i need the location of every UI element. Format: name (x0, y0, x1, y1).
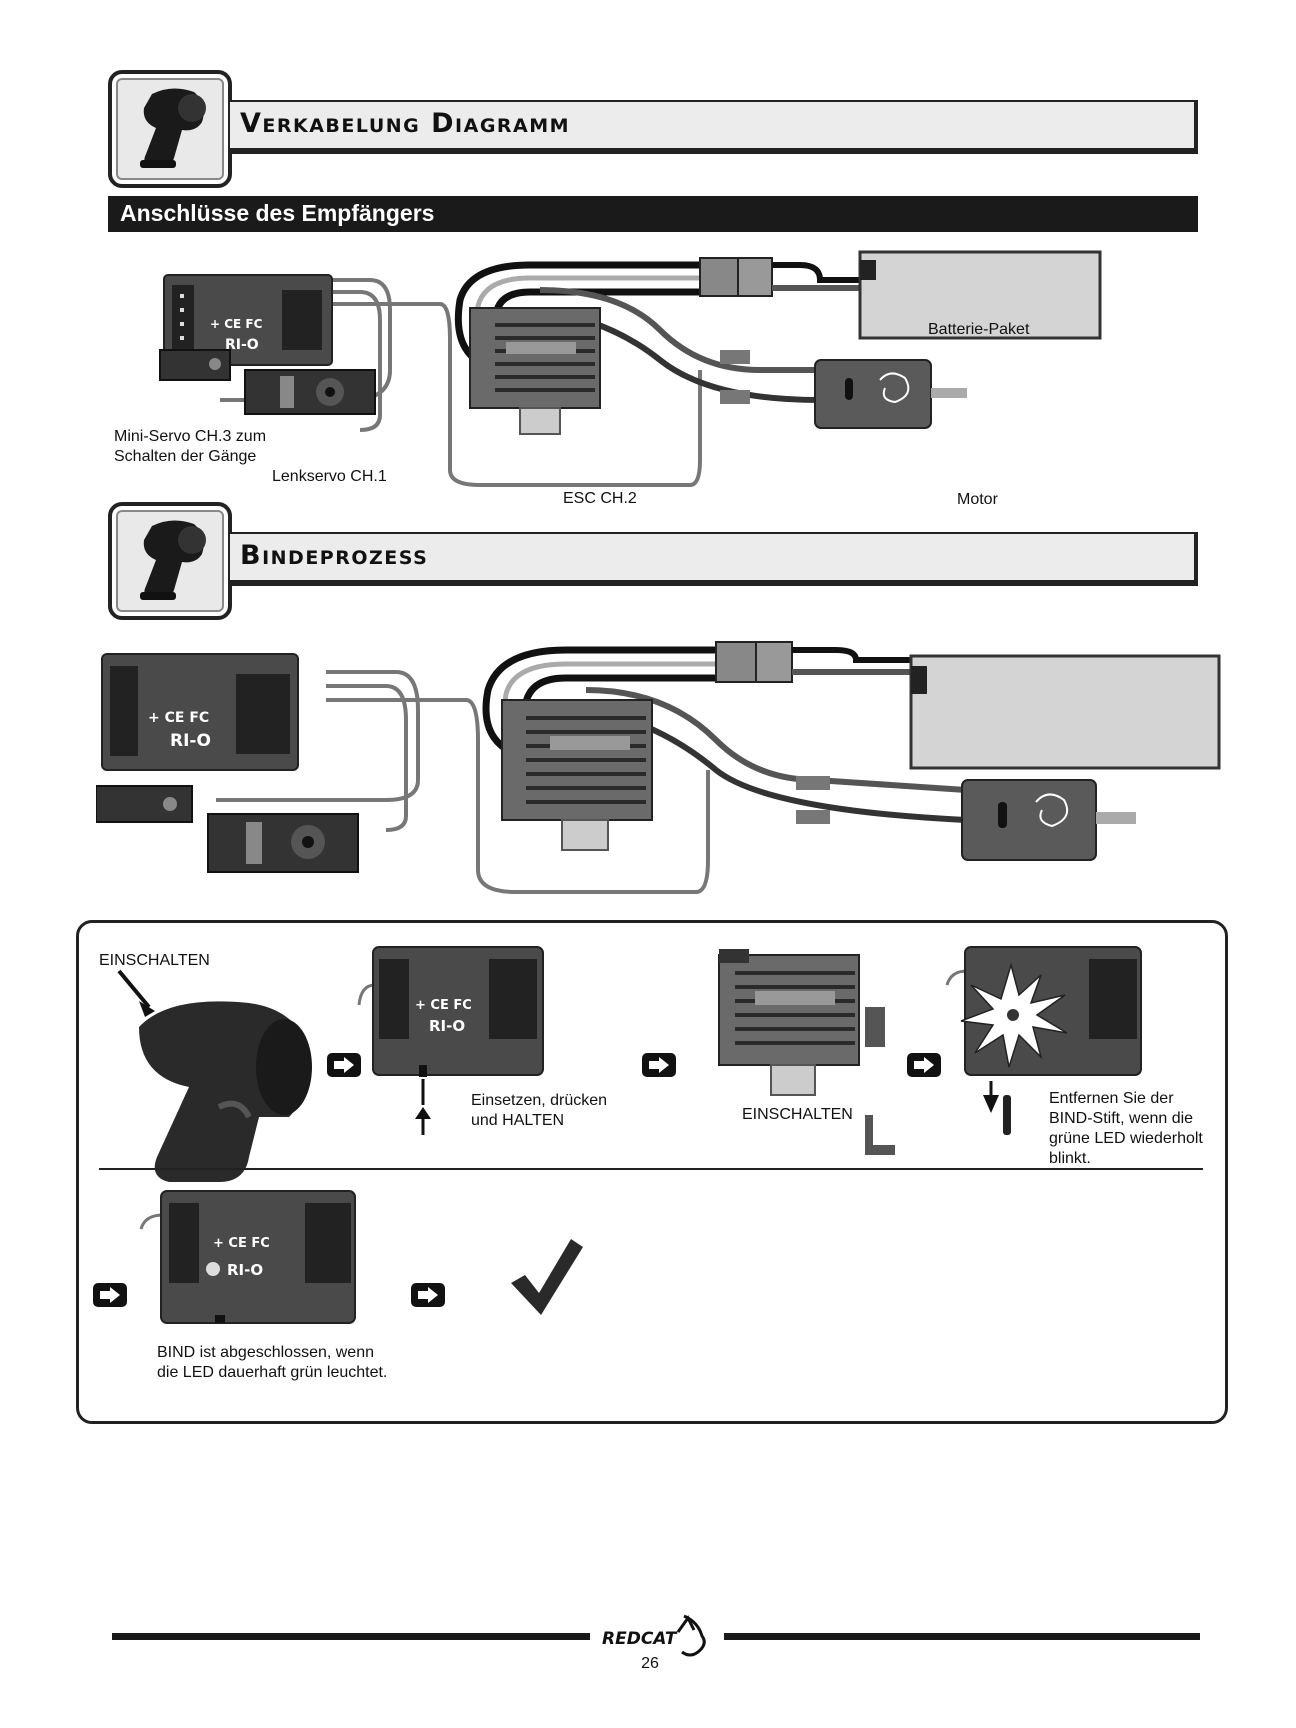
transmitter-illustration (117, 969, 312, 1182)
footer-rule-right (724, 1633, 1200, 1640)
wiring-diagram-2: + CE FC RI-O (96, 641, 1221, 894)
footer-brand: REDCAT (602, 1629, 677, 1649)
section-header-wiring: Verkabelung Diagramm (108, 70, 1200, 232)
transmitter-icon (108, 70, 232, 188)
svg-text:+ CE FC: + CE FC (213, 1236, 270, 1251)
subsection-bar: Anschlüsse des Empfängers (108, 196, 1198, 232)
svg-text:RI-O: RI-O (227, 1261, 263, 1279)
wiring-diagram-1: + CE FC RI-O (159, 250, 1102, 487)
next-arrow-icon (411, 1283, 445, 1307)
esc-illustration (718, 949, 895, 1155)
esc-label: ESC CH.2 (563, 490, 637, 507)
transmitter-icon (108, 502, 232, 620)
svg-text:RI-O: RI-O (429, 1017, 465, 1035)
solid-led-icon (206, 1262, 220, 1276)
page-number: 26 (641, 1655, 659, 1672)
section-title-bar: Bindeprozess (228, 532, 1198, 586)
svg-text:RI-O: RI-O (170, 731, 211, 751)
mini-servo-label: Mini-Servo CH.3 zum Schalten der Gänge (114, 428, 267, 465)
svg-text:+ CE FC: + CE FC (415, 998, 472, 1013)
redcat-logo: REDCAT (598, 1612, 718, 1664)
section-title: Verkabelung Diagramm (240, 108, 571, 139)
steering-servo-label: Lenkservo CH.1 (272, 468, 387, 485)
receiver-led-blink-illustration (945, 946, 1142, 1135)
receiver-bind-illustration: + CE FC RI-O (357, 946, 544, 1135)
step3-label: EINSCHALTEN (742, 1106, 853, 1123)
section-title: Bindeprozess (240, 540, 429, 571)
step1-label: EINSCHALTEN (99, 952, 210, 969)
svg-text:RI-O: RI-O (225, 337, 259, 353)
section-header-binding: Bindeprozess (108, 502, 1200, 664)
footer-rule-left (112, 1633, 590, 1640)
motor-label: Motor (957, 491, 998, 508)
step4-label: Entfernen Sie der BIND-Stift, wenn die g… (1049, 1090, 1203, 1167)
receiver-bind-complete-illustration: + CE FC RI-O (139, 1190, 356, 1324)
step5-label: BIND ist abgeschlossen, wenn die LED dau… (157, 1344, 388, 1381)
next-arrow-icon (327, 1053, 361, 1077)
section-title-bar: Verkabelung Diagramm (228, 100, 1198, 154)
subsection-title: Anschlüsse des Empfängers (120, 200, 435, 226)
esc-label (506, 342, 576, 354)
step2-label: Einsetzen, drücken und HALTEN (471, 1092, 608, 1129)
step-divider (99, 1168, 1203, 1170)
svg-text:+ CE FC: + CE FC (148, 710, 209, 726)
next-arrow-icon (93, 1283, 127, 1307)
next-arrow-icon (907, 1053, 941, 1077)
binding-steps-panel: EINSCHALTEN + CE FC RI-O Einsetzen, drüc… (76, 920, 1228, 1424)
next-arrow-icon (642, 1053, 676, 1077)
checkmark-icon (511, 1239, 583, 1315)
svg-text:+ CE FC: + CE FC (210, 317, 263, 331)
battery-label: Batterie-Paket (928, 321, 1030, 338)
